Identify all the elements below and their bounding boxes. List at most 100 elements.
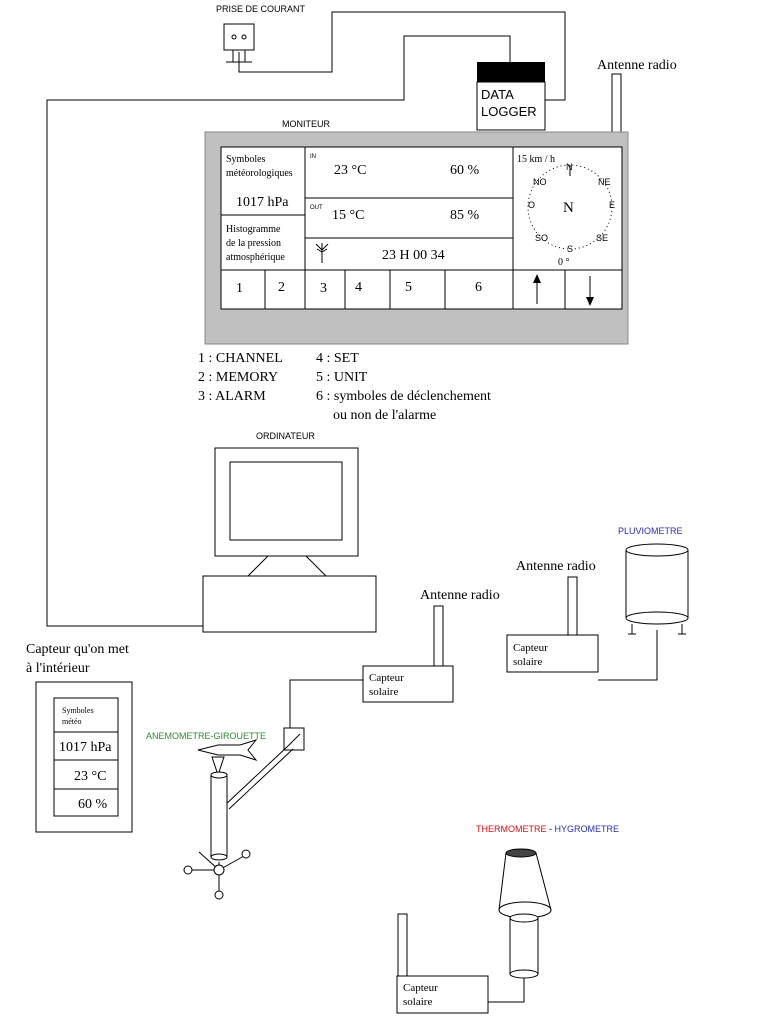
compass-n: N [566,162,573,172]
thermo-sensor-label-2: solaire [403,996,432,1008]
compass-ne: NE [598,177,611,187]
anemometer-cable-2 [228,748,294,810]
antenna-anemometer-mast [433,605,444,667]
outlet-hole-right [241,34,247,40]
antenna-rain-mast [567,576,578,636]
compass-ring [527,164,613,250]
thermo-probe [509,917,539,975]
legend-item-1: 1 : CHANNEL [198,351,283,366]
anemometer-cable-1 [223,745,289,807]
screen-out-humidity: 85 % [450,208,480,223]
thermo-label: THERMOMETRE - HYGROMETRE [476,824,619,834]
wire-anemometer [289,679,363,728]
indoor-sensor-label-2: à l'intérieur [26,661,90,676]
compass-s: S [567,244,573,254]
data-logger: DATA LOGGER [476,62,546,131]
compass-no: NO [533,177,547,187]
thermo-sensor: Capteur solaire [396,913,489,1014]
monitor-button-4[interactable]: 4 [355,280,362,295]
screen-symbols-line1: Symboles [226,154,266,165]
screen-histogram-line3: atmosphérique [226,252,285,263]
monitor-button-1[interactable]: 1 [236,281,243,296]
legend-item-5: 5 : UNIT [316,370,368,385]
wire-outlet-to-logger [238,11,566,101]
compass-se: SE [596,233,608,243]
antenna-top: Antenne radio [597,58,677,133]
compass-center: N [563,200,574,216]
computer: ORDINATEUR [202,431,377,633]
anemometer-sensor-label-1: Capteur [369,672,404,684]
antenna-anemometer-label: Antenne radio [420,588,500,603]
rain-sensor: Antenne radio Capteur solaire [506,559,599,673]
screen-in-temp: 23 °C [334,163,366,178]
wires [46,11,658,1003]
antenna-top-mast [611,73,622,133]
thermo-label-sep: - [547,824,555,834]
compass-degrees: 0 ° [558,257,570,268]
thermo-label-part2: HYGROMETRE [555,824,620,834]
legend-item-2: 2 : MEMORY [198,370,278,385]
screen-histogram-line2: de la pression [226,238,281,249]
thermo-sensor-label-1: Capteur [403,982,438,994]
indoor-sensor: Capteur qu'on met à l'intérieur Symboles… [26,642,133,833]
screen-grid [221,147,622,309]
computer-stand [246,555,328,577]
thermo-label-part1: THERMOMETRE [476,824,547,834]
screen-symbols-line2: météorologiques [226,168,293,179]
rain-gauge-body [625,550,689,619]
screen-out-tag: OUT [310,205,323,211]
computer-screen [229,461,343,541]
monitor-button-6[interactable]: 6 [475,280,482,295]
screen-time: 23 H 00 34 [382,248,445,263]
monitor-label: MONITEUR [282,119,330,129]
thermo-hygrometer: THERMOMETRE - HYGROMETRE [476,824,619,979]
arrow-down-icon[interactable] [586,276,594,306]
computer-label: ORDINATEUR [256,431,315,441]
anemometer: ANEMOMETRE-GIROUETTE [146,727,305,900]
anemometer-label: ANEMOMETRE-GIROUETTE [146,731,266,741]
data-logger-label-1: DATA [481,87,514,102]
wind-vane-icon [197,739,258,761]
legend-item-6-line2: ou non de l'alarme [333,408,436,423]
antenna-rain-label: Antenne radio [516,559,596,574]
indoor-symbols-line2: météo [62,717,82,726]
monitor-screen [220,146,623,310]
anemometer-cups-icon [183,849,251,900]
monitor-button-2[interactable]: 2 [278,280,285,295]
rain-gauge-bottom [625,611,689,625]
screen-in-tag: IN [310,154,316,160]
anemometer-sensor: Antenne radio Capteur solaire [362,588,500,703]
screen-histogram-line1: Histogramme [226,224,281,235]
data-logger-label-2: LOGGER [481,104,537,119]
thermo-shield [498,852,552,911]
rain-sensor-label-2: solaire [513,656,542,668]
legend-item-4: 4 : SET [316,351,359,366]
screen-in-humidity: 60 % [450,163,480,178]
indoor-sensor-label-1: Capteur qu'on met [26,642,129,657]
screen-wind-speed: 15 km / h [517,154,555,165]
indoor-symbols-line1: Symboles [62,706,94,715]
rain-sensor-label-1: Capteur [513,642,548,654]
anemometer-solar-sensor [362,665,454,703]
monitor-button-3[interactable]: 3 [320,281,327,296]
arrow-up-icon[interactable] [533,274,541,304]
computer-base-unit [202,575,377,633]
anemometer-sensor-label-2: solaire [369,686,398,698]
indoor-sensor-screen [53,697,119,817]
power-outlet-label: PRISE DE COURANT [216,4,306,14]
outlet-hole-left [231,34,237,40]
indoor-pressure: 1017 hPa [59,740,112,755]
indoor-temp: 23 °C [74,769,106,784]
monitor-button-5[interactable]: 5 [405,280,412,295]
rain-gauge: PLUVIOMETRE [618,526,689,635]
compass-e: E [609,200,615,210]
rain-solar-sensor [506,634,599,673]
wire-rain-gauge [598,630,658,681]
wire-logger-to-computer [46,35,511,627]
power-outlet: PRISE DE COURANT [216,4,306,63]
legend-item-3: 3 : ALARM [198,389,266,404]
anemometer-mast [210,774,228,858]
button-legend: 1 : CHANNEL 2 : MEMORY 3 : ALARM 4 : SET… [198,351,491,423]
